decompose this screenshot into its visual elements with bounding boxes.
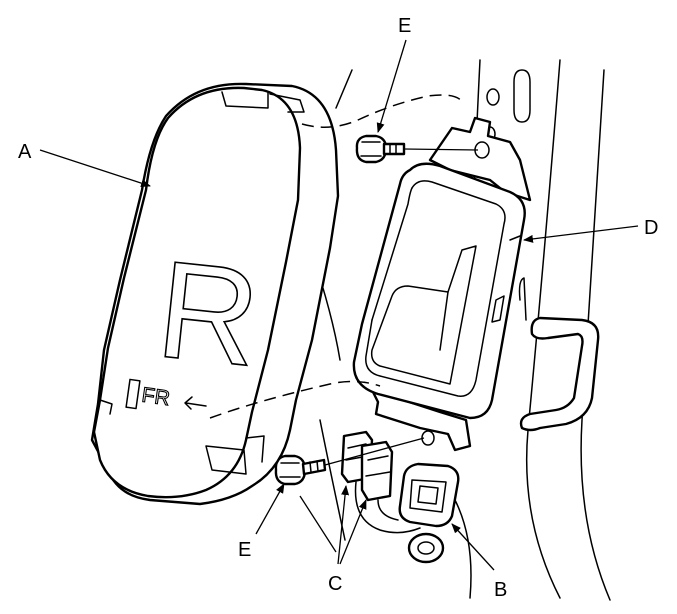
cover-direction-emboss: FR [140,384,171,411]
callout-c-label: C [328,573,342,595]
harness-clip [398,462,460,564]
callout-e-top: E [376,15,411,133]
callout-a-label: A [18,141,32,163]
callout-c: C [299,485,367,595]
connectors [340,430,421,534]
callout-d: D [523,217,658,243]
callout-d-label: D [644,217,658,239]
pillar-panel [299,59,611,601]
bolt-axis-lines [324,148,479,466]
callout-e-bottom: E [238,483,285,561]
bolt-top [355,134,406,164]
callout-a: A [18,141,151,188]
callout-b: B [451,523,507,601]
control-unit [352,116,532,452]
callout-b-label: B [494,579,507,601]
grab-handle [519,316,600,432]
cover-letter-emboss: R [151,232,266,396]
callout-e-bottom-label: E [238,539,251,561]
trim-cover: R FR [90,82,340,506]
bolt-bottom [274,454,327,486]
hidden-lines [209,94,465,419]
direction-arrow-icon [184,396,207,410]
callout-e-top-label: E [398,15,411,37]
